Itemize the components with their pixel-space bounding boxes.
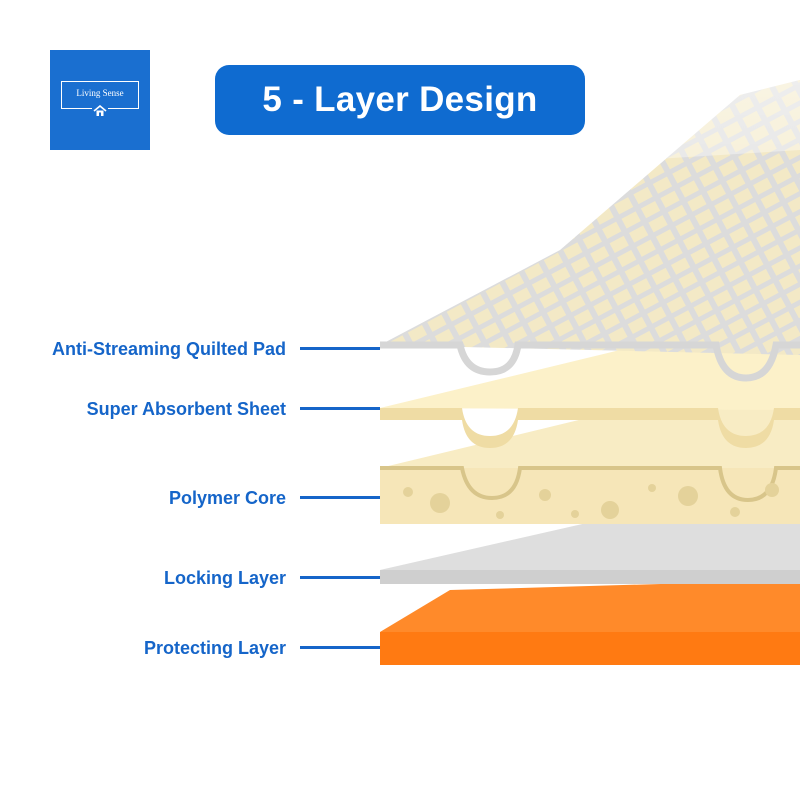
label-polymer-core: Polymer Core (168, 488, 286, 508)
label-locking-layer: Locking Layer (163, 568, 286, 588)
label-absorbent-sheet: Super Absorbent Sheet (86, 399, 286, 419)
absorbent-sheet-layer (380, 340, 800, 448)
polymer-core-layer (380, 400, 800, 524)
leader-line-absorbent-sheet (300, 407, 380, 410)
leader-line-polymer-core (300, 496, 380, 499)
label-quilted-pad: Anti-Streaming Quilted Pad (51, 339, 286, 359)
label-protecting-layer: Protecting Layer (143, 638, 286, 658)
quilted-pad-layer (380, 80, 800, 382)
leader-line-protecting-layer (300, 646, 380, 649)
locking-layer (380, 512, 800, 584)
protecting-layer (380, 580, 800, 665)
house-icon (92, 105, 108, 117)
leader-line-quilted-pad (300, 347, 380, 350)
logo-text: Living Sense (76, 88, 124, 98)
leader-line-locking-layer (300, 576, 380, 579)
page-title: 5 - Layer Design (215, 65, 585, 135)
brand-logo: Living Sense (50, 50, 150, 150)
